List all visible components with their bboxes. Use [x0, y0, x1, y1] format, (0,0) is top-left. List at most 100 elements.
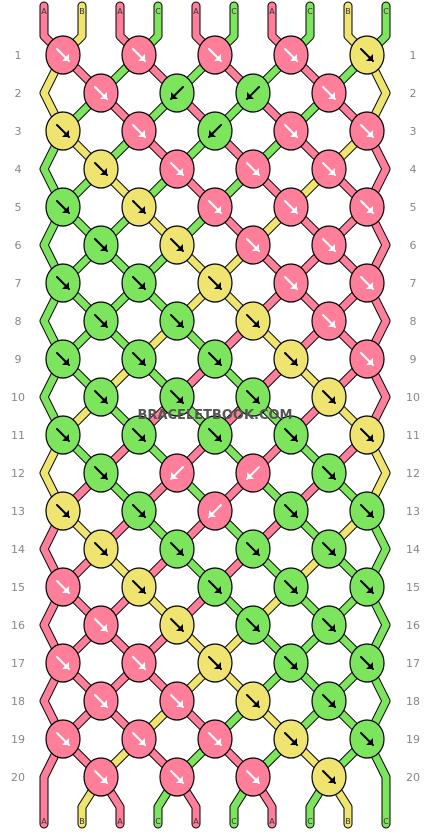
arrow-head-icon: [100, 320, 107, 327]
arrow-head-icon: [62, 662, 69, 669]
row-number-left: 17: [11, 657, 25, 670]
knot: [121, 187, 157, 227]
arrow-head-icon: [176, 700, 183, 707]
knot: [311, 301, 347, 341]
row-number-right: 10: [406, 391, 420, 404]
knot: [349, 491, 385, 531]
knot: [45, 339, 81, 379]
strand-label-top: A: [269, 7, 275, 16]
arrow-head-icon: [290, 282, 297, 289]
knot: [235, 377, 271, 417]
arrow-head-icon: [214, 434, 221, 441]
arrow-head-icon: [62, 282, 69, 289]
knot: [311, 225, 347, 265]
knot: [197, 491, 233, 531]
arrow-head-icon: [62, 206, 69, 213]
knot: [83, 681, 119, 721]
knot: [121, 491, 157, 531]
strand-label-bottom: B: [345, 817, 351, 826]
knot: [349, 339, 385, 379]
row-number-left: 3: [15, 125, 22, 138]
row-number-right: 11: [406, 429, 420, 442]
knot: [349, 263, 385, 303]
arrow-head-icon: [62, 738, 69, 745]
knot: [273, 567, 309, 607]
knot: [235, 301, 271, 341]
arrow-head-icon: [176, 396, 183, 403]
arrow-head-icon: [366, 206, 373, 213]
arrow-head-icon: [138, 282, 145, 289]
knot: [273, 491, 309, 531]
knot: [45, 567, 81, 607]
knot: [159, 377, 195, 417]
arrow-head-icon: [366, 738, 373, 745]
knot: [197, 111, 233, 151]
strand-label-bottom: A: [41, 817, 47, 826]
knot: [197, 35, 233, 75]
arrow-head-icon: [171, 472, 178, 479]
row-number-left: 5: [15, 201, 22, 214]
row-number-right: 3: [410, 125, 417, 138]
row-number-right: 2: [410, 87, 417, 100]
knot: [45, 263, 81, 303]
arrow-head-icon: [100, 92, 107, 99]
arrow-head-icon: [138, 586, 145, 593]
arrow-head-icon: [328, 244, 335, 251]
arrow-head-icon: [366, 586, 373, 593]
arrow-head-icon: [366, 510, 373, 517]
arrow-head-icon: [366, 282, 373, 289]
knot: [83, 757, 119, 797]
arrow-head-icon: [290, 510, 297, 517]
arrow-head-icon: [209, 510, 216, 517]
arrow-head-icon: [366, 434, 373, 441]
arrow-head-icon: [176, 320, 183, 327]
strand-label-bottom: A: [117, 817, 123, 826]
arrow-head-icon: [214, 738, 221, 745]
knot: [197, 643, 233, 683]
arrow-head-icon: [138, 358, 145, 365]
row-number-left: 20: [11, 771, 25, 784]
arrow-head-icon: [176, 624, 183, 631]
knot: [311, 529, 347, 569]
row-number-right: 16: [406, 619, 420, 632]
knot: [83, 225, 119, 265]
knot: [311, 757, 347, 797]
row-number-left: 11: [11, 429, 25, 442]
knot: [273, 111, 309, 151]
knot: [273, 643, 309, 683]
arrow-head-icon: [290, 662, 297, 669]
arrow-head-icon: [138, 510, 145, 517]
strand-label-top: A: [117, 7, 123, 16]
strand-label-top: C: [231, 7, 237, 16]
knot: [349, 415, 385, 455]
knot: [235, 605, 271, 645]
knot: [121, 339, 157, 379]
arrow-head-icon: [252, 776, 259, 783]
row-number-left: 12: [11, 467, 25, 480]
arrow-head-icon: [214, 586, 221, 593]
arrow-head-icon: [366, 130, 373, 137]
arrow-head-icon: [100, 700, 107, 707]
strand-label-bottom: C: [383, 817, 389, 826]
arrow-head-icon: [138, 206, 145, 213]
strand-label-bottom: B: [79, 817, 85, 826]
row-number-left: 13: [11, 505, 25, 518]
knot: [121, 567, 157, 607]
row-number-left: 19: [11, 733, 25, 746]
strand-label-top: C: [307, 7, 313, 16]
knot: [83, 149, 119, 189]
arrow-head-icon: [214, 662, 221, 669]
row-number-left: 16: [11, 619, 25, 632]
arrow-head-icon: [290, 358, 297, 365]
arrow-head-icon: [138, 738, 145, 745]
knot: [197, 415, 233, 455]
knot: [273, 263, 309, 303]
knot: [349, 643, 385, 683]
arrow-head-icon: [176, 168, 183, 175]
arrow-head-icon: [252, 700, 259, 707]
arrow-head-icon: [328, 624, 335, 631]
strand-label-bottom: A: [193, 817, 199, 826]
row-number-right: 13: [406, 505, 420, 518]
